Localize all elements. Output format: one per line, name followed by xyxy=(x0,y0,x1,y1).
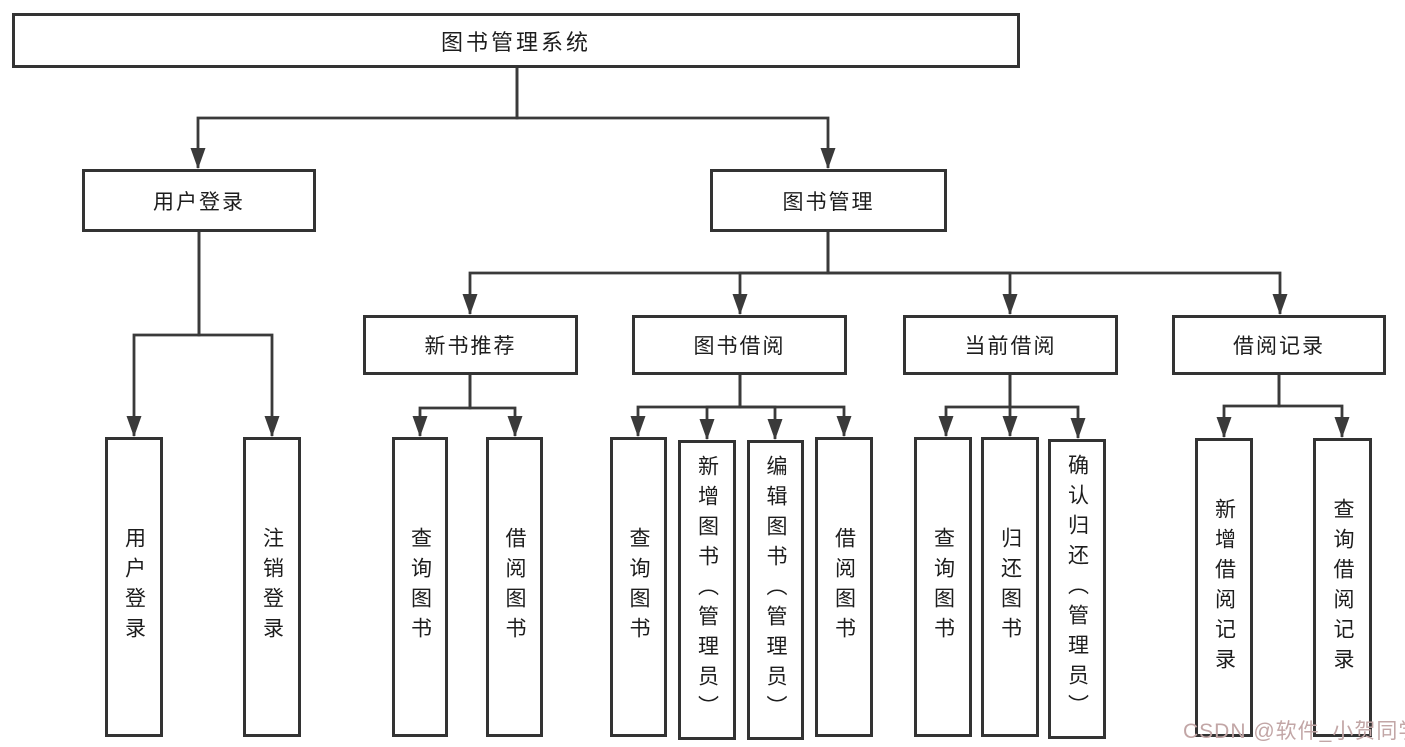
node-borrow-record: 借阅记录 xyxy=(1172,315,1386,375)
node-book-mgmt-label: 图书管理 xyxy=(782,190,875,214)
connector-book-mgmt-to-borrow-record xyxy=(826,228,1288,315)
connector-book-mgmt-to-new-book-rec xyxy=(462,228,830,315)
connector-book-mgmt-to-current-borrow xyxy=(826,228,1018,315)
leaf-record-query: 查询借阅记录 xyxy=(1313,438,1372,737)
node-user-login-label: 用户登录 xyxy=(153,190,245,214)
connector-borrow-record-to-query xyxy=(1277,372,1350,438)
connector-user-login-to-login xyxy=(126,228,201,437)
watermark: CSDN @软件_小贺同学 xyxy=(1183,720,1405,743)
leaf-record-query-label: 查询借阅记录 xyxy=(1331,497,1354,678)
node-root: 图书管理系统 xyxy=(12,13,1020,68)
leaf-borrow-borrow-books-label: 借阅图书 xyxy=(832,527,856,647)
node-new-book-rec-label: 新书推荐 xyxy=(424,335,517,358)
node-current-borrow-label: 当前借阅 xyxy=(964,335,1057,358)
leaf-logout-label: 注销登录 xyxy=(260,527,284,647)
leaf-borrow-query-books-label: 查询图书 xyxy=(627,527,650,647)
leaf-current-confirm-return: 确认归还（管理员） xyxy=(1048,439,1106,739)
leaf-logout: 注销登录 xyxy=(243,437,301,737)
connector-current-borrow-to-query xyxy=(938,372,1012,437)
connector-borrow-record-to-add xyxy=(1216,372,1281,438)
connector-book-borrow-to-query xyxy=(630,372,742,437)
leaf-record-add: 新增借阅记录 xyxy=(1195,438,1253,737)
node-user-login: 用户登录 xyxy=(82,169,316,232)
connector-book-borrow-to-add xyxy=(699,372,742,440)
leaf-user-login-label: 用户登录 xyxy=(122,527,146,647)
leaf-current-return-books: 归还图书 xyxy=(981,437,1039,737)
connector-new-book-rec-to-query xyxy=(412,372,472,437)
leaf-current-query-books: 查询图书 xyxy=(914,437,972,737)
connector-book-borrow-to-borrow xyxy=(738,372,852,437)
node-book-mgmt: 图书管理 xyxy=(710,169,947,232)
leaf-user-login: 用户登录 xyxy=(105,437,163,737)
leaf-rec-borrow-books-label: 借阅图书 xyxy=(503,527,526,647)
node-new-book-rec: 新书推荐 xyxy=(363,315,578,375)
connector-root-to-book-mgmt xyxy=(515,60,836,169)
leaf-record-add-label: 新增借阅记录 xyxy=(1212,497,1236,678)
leaf-borrow-borrow-books: 借阅图书 xyxy=(815,437,873,737)
node-current-borrow: 当前借阅 xyxy=(903,315,1118,375)
connector-new-book-rec-to-borrow xyxy=(468,372,523,437)
leaf-borrow-edit-books-label: 编辑图书（管理员） xyxy=(764,455,787,725)
leaf-borrow-add-books-label: 新增图书（管理员） xyxy=(695,455,719,725)
leaf-current-return-books-label: 归还图书 xyxy=(998,527,1022,647)
leaf-rec-query-books: 查询图书 xyxy=(392,437,448,737)
leaf-current-confirm-return-label: 确认归还（管理员） xyxy=(1065,454,1089,724)
leaf-rec-query-books-label: 查询图书 xyxy=(408,527,432,647)
connector-user-login-to-logout xyxy=(197,228,280,437)
connector-root-to-user-login xyxy=(190,60,519,169)
leaf-rec-borrow-books: 借阅图书 xyxy=(486,437,543,737)
leaf-borrow-add-books: 新增图书（管理员） xyxy=(678,440,736,740)
node-root-label: 图书管理系统 xyxy=(440,29,591,55)
node-book-borrow: 图书借阅 xyxy=(632,315,847,375)
node-borrow-record-label: 借阅记录 xyxy=(1233,335,1325,358)
connector-book-borrow-to-edit xyxy=(738,372,783,440)
leaf-borrow-query-books: 查询图书 xyxy=(610,437,667,737)
leaf-current-query-books-label: 查询图书 xyxy=(931,527,955,647)
connector-current-borrow-to-confirm xyxy=(1008,372,1086,439)
connector-book-mgmt-to-book-borrow xyxy=(732,228,830,315)
leaf-borrow-edit-books: 编辑图书（管理员） xyxy=(747,440,804,740)
node-book-borrow-label: 图书借阅 xyxy=(693,335,786,358)
